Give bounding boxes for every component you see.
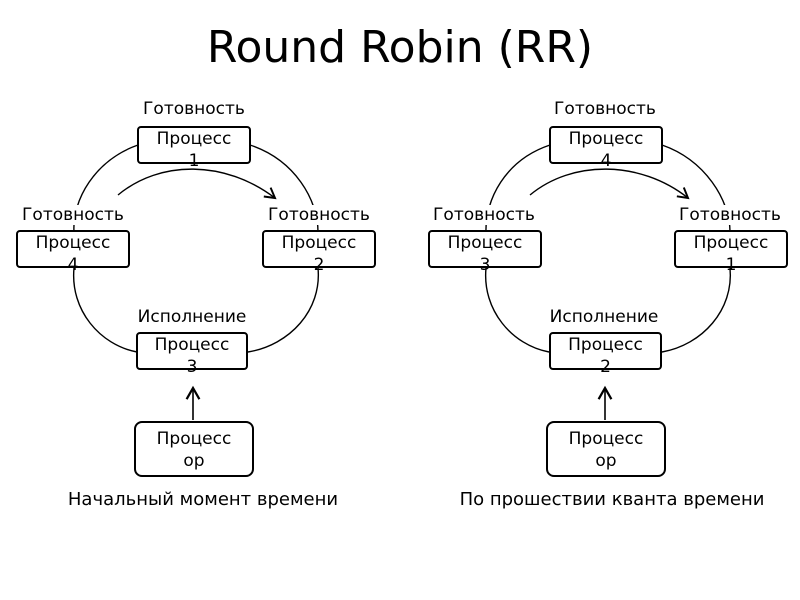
right-process-bottom-box: Процесс 2 (549, 332, 662, 377)
process-number: 2 (313, 255, 325, 275)
left-rotation-arrow (117, 168, 277, 200)
left-bottom-state: Исполнение (135, 307, 249, 327)
right-process-right-box: Процесс 1 (674, 230, 788, 275)
left-process-left-box: Процесс 4 (16, 230, 130, 275)
left-process-bottom-box: Процесс 3 (136, 332, 248, 377)
process-number: 1 (188, 151, 200, 171)
cpu-label-line1: Процесс (156, 429, 232, 449)
process-number: 4 (600, 151, 612, 171)
box-label: Процесс (281, 233, 357, 253)
box-label: Процесс (156, 129, 232, 149)
left-left-state: Готовность (20, 205, 126, 225)
right-top-state: Готовность (552, 99, 658, 119)
right-left-state: Готовность (431, 205, 537, 225)
process-number: 4 (67, 255, 79, 275)
right-cycle-lines (484, 144, 731, 420)
right-right-state: Готовность (677, 205, 783, 225)
right-bottom-state: Исполнение (547, 307, 661, 327)
right-process-top-box: Процесс 4 (549, 126, 663, 171)
slide-title: Round Robin (RR) (206, 22, 594, 73)
box-label: Процесс (693, 233, 769, 253)
left-process-top-box: Процесс 1 (137, 126, 251, 171)
right-process-left-box: Процесс 3 (428, 230, 542, 275)
box-label: Процесс (568, 335, 643, 355)
box-label: Процесс (35, 233, 111, 253)
right-cpu-box: Процесс ор (546, 421, 666, 477)
process-number: 1 (725, 255, 737, 275)
cpu-label-line2: ор (595, 451, 617, 471)
left-top-state: Готовность (141, 99, 247, 119)
right-rotation-arrow (529, 168, 690, 200)
process-number: 2 (600, 357, 611, 377)
box-label: Процесс (154, 335, 230, 355)
left-process-right-box: Процесс 2 (262, 230, 376, 275)
left-cycle-lines (72, 144, 319, 420)
right-caption: По прошествии кванта времени (459, 489, 765, 510)
process-number: 3 (479, 255, 491, 275)
left-right-state: Готовность (266, 205, 372, 225)
cpu-label-line1: Процесс (568, 429, 644, 449)
box-label: Процесс (447, 233, 523, 253)
left-caption: Начальный момент времени (67, 489, 339, 510)
cpu-label-line2: ор (183, 451, 205, 471)
box-label: Процесс (568, 129, 644, 149)
process-number: 3 (186, 357, 198, 377)
left-cpu-box: Процесс ор (134, 421, 254, 477)
